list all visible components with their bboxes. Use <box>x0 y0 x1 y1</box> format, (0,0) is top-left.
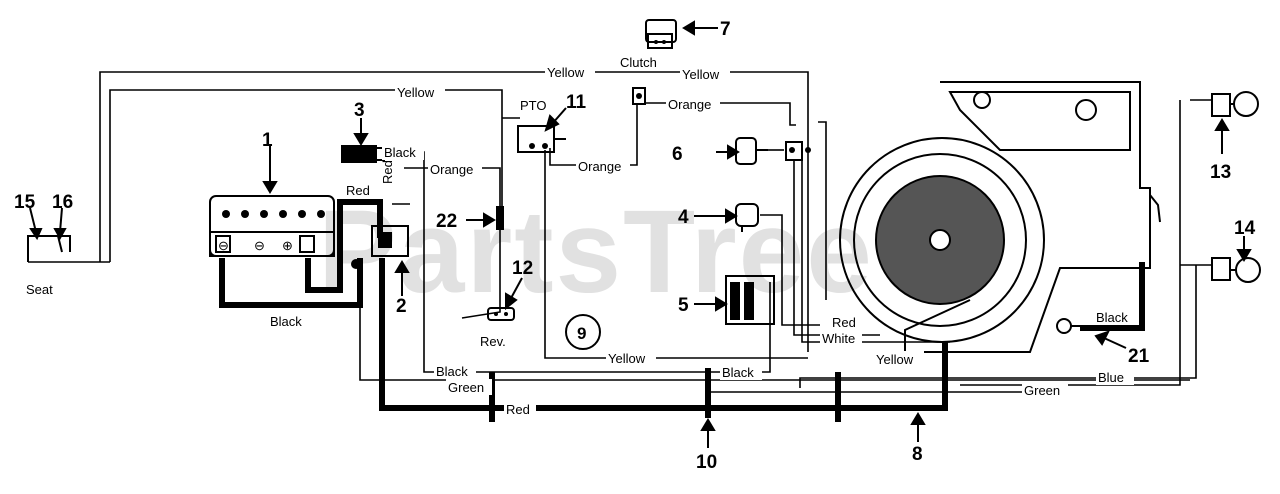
callout-10: 10 <box>696 452 717 473</box>
wire-label-black-mid: Black <box>722 365 754 380</box>
callout-21: 21 <box>1128 346 1150 367</box>
diode <box>496 206 504 230</box>
callout-8: 8 <box>912 444 923 465</box>
battery-plus-icon: ⊕ <box>282 238 293 253</box>
battery-minus-icon: ⊖ <box>254 238 265 253</box>
watermark: PartsTree <box>318 186 874 318</box>
callout-15: 15 <box>14 192 36 213</box>
callout-5: 5 <box>678 295 689 316</box>
wire-label-black-bottom: Black <box>436 364 468 379</box>
rev-label: Rev. <box>480 334 506 349</box>
clutch-connector <box>632 87 646 105</box>
battery <box>209 195 335 257</box>
headlight-14 <box>1211 257 1261 283</box>
engine-connector <box>785 141 811 161</box>
wire-label-orange-pto: Orange <box>578 159 621 174</box>
wire-label-yellow-clutch: Yellow <box>682 67 720 82</box>
wire-label-green-right: Green <box>1024 383 1060 398</box>
callout-13: 13 <box>1210 162 1231 183</box>
wire-label-black-21: Black <box>1096 310 1128 325</box>
callout-7: 7 <box>720 19 731 40</box>
callout-16: 16 <box>52 192 73 213</box>
callout-9-circle <box>565 314 601 350</box>
callout-14: 14 <box>1234 218 1256 239</box>
callout-22: 22 <box>436 211 457 232</box>
callout-12: 12 <box>512 258 533 279</box>
wire-label-black-battery: Black <box>270 314 302 329</box>
callout-3: 3 <box>354 100 365 121</box>
wire-label-orange-switch: Orange <box>430 162 473 177</box>
engine <box>839 81 1161 353</box>
pto-label: PTO <box>520 98 547 113</box>
callout-2: 2 <box>396 296 407 317</box>
callout-9: 9 <box>577 324 586 343</box>
ignition-switch <box>351 225 409 269</box>
wire-label-red-bottom: Red <box>506 402 530 417</box>
wire-label-black-switch: Black <box>384 145 416 160</box>
seat-label: Seat <box>26 282 53 297</box>
wire-label-yellow-bottom: Yellow <box>608 351 646 366</box>
reverse-switch <box>487 307 515 321</box>
callout-11: 11 <box>566 92 587 113</box>
wire-label-white-engine: White <box>822 331 855 346</box>
wire-label-yellow-left: Yellow <box>397 85 435 100</box>
oil-sensor <box>735 137 768 165</box>
wire-label-yellow-engine: Yellow <box>876 352 914 367</box>
rectifier <box>725 275 775 325</box>
connector-part-7 <box>645 19 677 49</box>
ground-terminal <box>1056 318 1080 334</box>
clutch-label: Clutch <box>620 55 657 70</box>
callout-6: 6 <box>672 144 683 165</box>
brake-switch <box>341 145 385 163</box>
callout-4: 4 <box>678 207 689 228</box>
callout-numbers: 1 2 3 4 5 6 7 8 9 10 11 12 13 14 15 16 2… <box>14 19 1256 473</box>
pto-switch <box>517 125 566 153</box>
wire-label-blue: Blue <box>1098 370 1124 385</box>
leader-arrows <box>29 20 1252 448</box>
wire-label-orange-clutch: Orange <box>668 97 711 112</box>
callout-1: 1 <box>262 130 273 151</box>
headlight-13 <box>1211 91 1259 117</box>
wire-label-red-battery: Red <box>346 183 370 198</box>
wire-labels: Yellow Yellow Yellow Orange Orange Orang… <box>268 64 1136 417</box>
seat-switch <box>27 235 71 262</box>
battery-negative-icon: ⊖ <box>218 238 229 253</box>
wire-label-red-engine: Red <box>832 315 856 330</box>
wire-label-yellow-top: Yellow <box>547 65 585 80</box>
wire-label-green-left: Green <box>448 380 484 395</box>
wire-label-red-vertical: Red <box>380 160 395 184</box>
component-labels: Seat Clutch PTO Rev. <box>26 55 657 349</box>
